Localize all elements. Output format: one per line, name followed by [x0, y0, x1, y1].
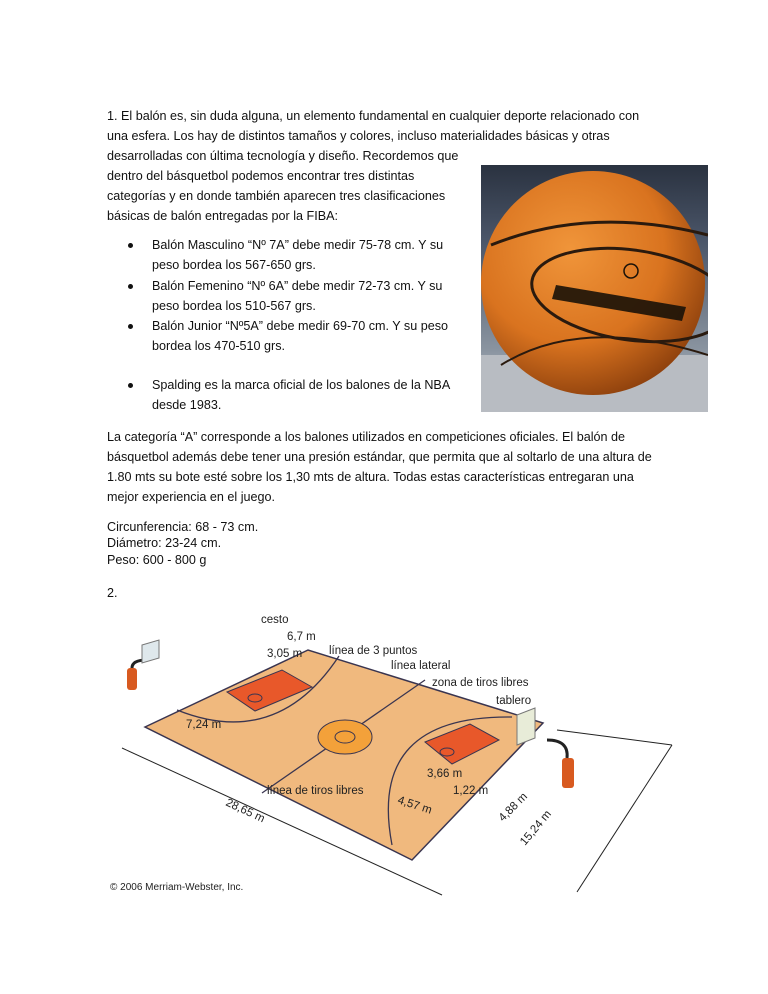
spec-weight: Peso: 600 - 800 g: [107, 553, 207, 567]
spalding-logo: [552, 285, 686, 321]
label-cesto: cesto: [261, 614, 289, 626]
court-floor: [143, 649, 545, 861]
bullet-icon: [128, 284, 133, 289]
basketball-court-diagram: cesto 6,7 m 3,05 m línea de 3 puntos lín…: [107, 600, 707, 898]
paragraph-line: La categoría “A” corresponde a los balon…: [107, 430, 626, 444]
bullet-text: Spalding es la marca oficial de los balo…: [152, 378, 451, 392]
intro-line: categorías y en donde también aparecen t…: [107, 189, 446, 203]
label-3-66m: 3,66 m: [427, 768, 462, 780]
right-hoop: [516, 707, 574, 788]
left-key: [225, 669, 314, 712]
label-linea-lateral: línea lateral: [391, 660, 450, 672]
intro-line: básicas de balón entregadas por la FIBA:: [107, 209, 339, 223]
label-7-24m: 7,24 m: [186, 719, 221, 731]
label-15-24m: 15,24 m: [518, 808, 554, 848]
bullet-text: desde 1983.: [152, 398, 222, 412]
label-linea-tiros-libres: línea de tiros libres: [267, 785, 364, 797]
label-linea-3-puntos: línea de 3 puntos: [329, 645, 417, 657]
label-tablero: tablero: [496, 695, 531, 707]
bullet-icon: [128, 383, 133, 388]
bullet-text: peso bordea los 510-567 grs.: [152, 299, 316, 313]
bullet-text: bordea los 470-510 grs.: [152, 339, 286, 353]
bullet-icon: [128, 243, 133, 248]
intro-line: una esfera. Los hay de distintos tamaños…: [107, 129, 610, 143]
dimension-lines: [121, 729, 673, 896]
intro-line: desarrolladas con última tecnología y di…: [107, 149, 459, 163]
bullet-text: Balón Femenino “Nº 6A” debe medir 72-73 …: [152, 279, 443, 293]
label-28-65m: 28,65 m: [224, 797, 267, 825]
paragraph-line: básquetbol además debe tener una presión…: [107, 450, 652, 464]
left-hoop: [127, 639, 160, 690]
bullet-text: Balón Masculino “Nº 7A” debe medir 75-78…: [152, 238, 444, 252]
intro-line: dentro del básquetbol podemos encontrar …: [107, 169, 415, 183]
section-2-label: 2.: [107, 586, 118, 600]
center-circle: [317, 719, 373, 755]
label-1-22m: 1,22 m: [453, 785, 488, 797]
label-zona-tiros-libres: zona de tiros libres: [432, 677, 529, 689]
bullet-text: peso bordea los 567-650 grs.: [152, 258, 316, 272]
paragraph-line: 1.80 mts su bote esté sobre los 1,30 mts…: [107, 470, 634, 484]
right-key: [424, 723, 501, 765]
spec-circumference: Circunferencia: 68 - 73 cm.: [107, 520, 259, 534]
bullet-icon: [128, 324, 133, 329]
label-4-88m: 4,88 m: [497, 791, 530, 824]
intro-line: 1. El balón es, sin duda alguna, un elem…: [107, 109, 640, 123]
label-6-7m: 6,7 m: [287, 631, 316, 643]
paragraph-line: mejor experiencia en el juego.: [107, 490, 276, 504]
label-3-05m: 3,05 m: [267, 648, 302, 660]
spec-diameter: Diámetro: 23-24 cm.: [107, 536, 222, 550]
basketball-photo: [481, 165, 708, 412]
copyright: © 2006 Merriam-Webster, Inc.: [110, 882, 243, 893]
bullet-text: Balón Junior “Nº5A” debe medir 69-70 cm.…: [152, 319, 449, 333]
